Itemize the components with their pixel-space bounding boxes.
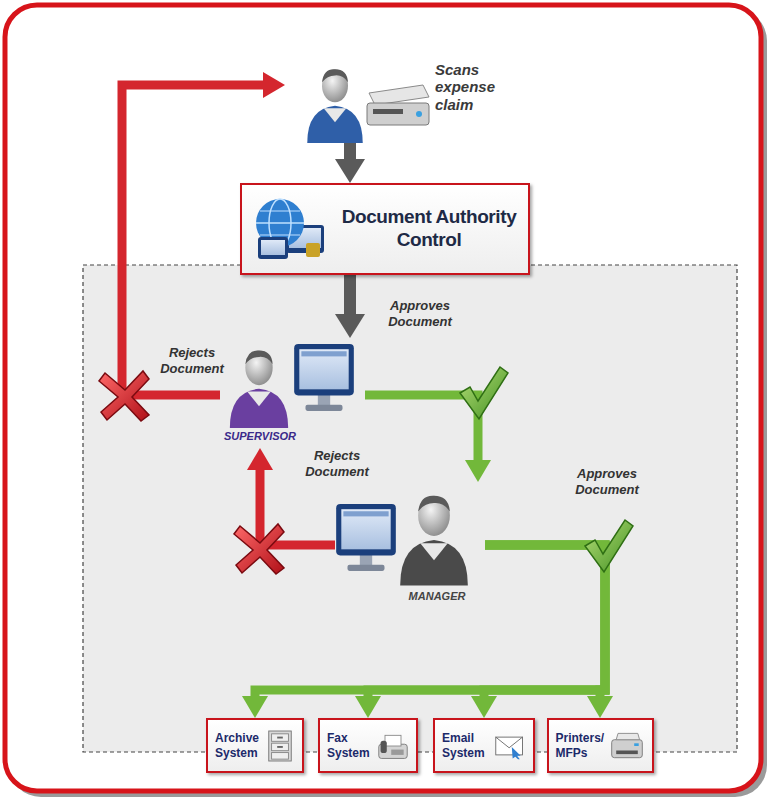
output-box: Printers/ MFPs [547, 718, 654, 773]
person-icon [397, 490, 471, 586]
scanner-icon [363, 75, 433, 130]
reject-mark [99, 371, 149, 421]
node-text: Archive System [215, 731, 259, 760]
output-box: Fax System [318, 718, 418, 773]
monitor-icon [335, 502, 397, 574]
approve-mark [460, 367, 508, 419]
supervisor-role: SUPERVISOR [220, 338, 365, 448]
edge-label: Approves Document [378, 298, 462, 329]
person-icon [225, 346, 293, 428]
printer-icon [609, 730, 645, 762]
flow-arrow [344, 143, 356, 159]
node-text: Scans expense claim [435, 61, 515, 113]
globe-icon [250, 195, 330, 265]
output-box: Email System [433, 718, 535, 773]
edge-label: Rejects Document [156, 345, 228, 376]
monitor-icon [292, 342, 356, 414]
output-box: Archive System [206, 718, 304, 773]
approve-mark [585, 520, 633, 572]
edge-label: Rejects Document [296, 448, 378, 479]
manager-role: MANAGER [335, 482, 485, 607]
flow-arrow [344, 275, 356, 314]
flow-arrow [365, 395, 478, 460]
envelope-icon [494, 732, 526, 760]
scanner-user: Scans expense claim [285, 55, 520, 143]
node-text: MANAGER [397, 590, 477, 602]
outer-frame [5, 5, 761, 791]
edge-label: Approves Document [564, 466, 650, 497]
reject-mark [234, 524, 284, 574]
control-box: Document Authority Control [240, 183, 530, 275]
node-text: Email System [442, 731, 485, 760]
fax-icon [377, 731, 409, 761]
workflow-region [83, 265, 737, 752]
flow-arrow [484, 545, 605, 696]
person-icon [300, 65, 370, 143]
node-text: Fax System [327, 731, 370, 760]
cabinet-icon [265, 729, 295, 763]
node-text: SUPERVISOR [220, 430, 300, 442]
node-text: Printers/ MFPs [556, 731, 605, 760]
node-text: Document Authority Control [334, 206, 524, 252]
flow-arrow [485, 545, 605, 696]
